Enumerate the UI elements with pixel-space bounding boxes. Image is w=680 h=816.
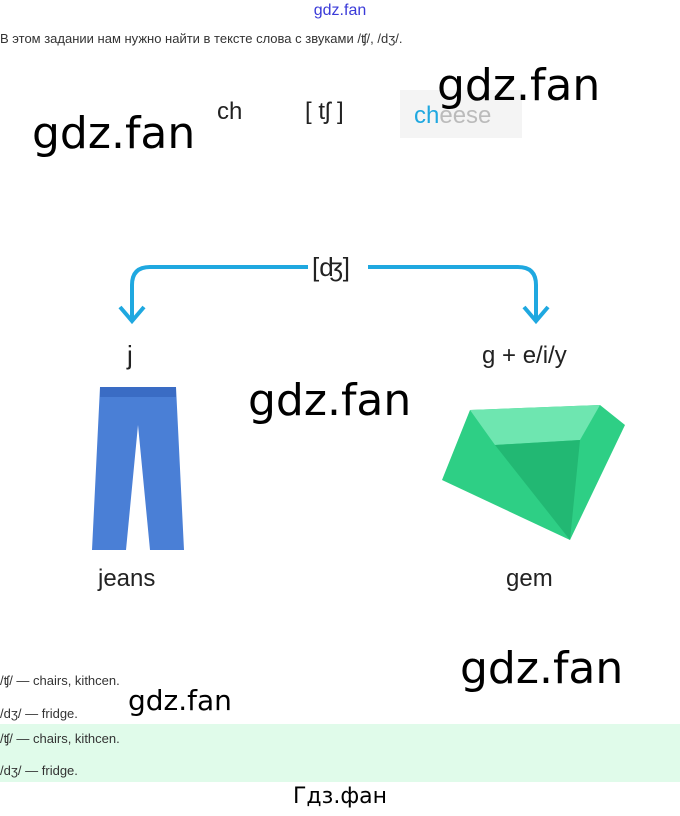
intro-text: В этом задании нам нужно найти в тексте … [0, 31, 403, 46]
gem-icon [442, 405, 625, 540]
j-label: j [127, 340, 133, 370]
cheese-ch: ch [414, 102, 440, 129]
ch-label: ch [217, 98, 243, 125]
watermark: gdz.fan [460, 643, 624, 694]
answer-line: /dʒ/ — fridge. [0, 706, 78, 721]
answer-line: /dʒ/ — fridge. [0, 763, 78, 778]
tsh-label: [ tʃ ] [305, 98, 344, 125]
footer-watermark: Гдз.фан [293, 784, 387, 809]
answer-line: /ʧ/ — chairs, kithcen. [0, 673, 120, 688]
jeans-icon [92, 387, 184, 550]
highlighted-answer: /ʧ/ — chairs, kithcen. /dʒ/ — fridge. [0, 724, 680, 782]
watermark: gdz.fan [248, 375, 412, 426]
left-arrow-icon [118, 265, 308, 325]
jeans-label: jeans [98, 565, 156, 592]
right-arrow-icon [368, 265, 550, 325]
dzh-label: [ʤ] [312, 252, 351, 282]
answer-line: /ʧ/ — chairs, kithcen. [0, 731, 120, 746]
gem-label: gem [506, 565, 553, 592]
cheese-card: cheese [400, 90, 522, 138]
watermark: gdz.fan [128, 684, 232, 717]
arrows-diagram [118, 265, 550, 325]
watermark: gdz.fan [437, 60, 601, 111]
cheese-rest: eese [439, 102, 492, 129]
watermark: gdz.fan [32, 108, 196, 159]
header-link[interactable]: gdz.fan [313, 2, 367, 19]
g-rule-label: g + e/i/y [482, 342, 567, 369]
